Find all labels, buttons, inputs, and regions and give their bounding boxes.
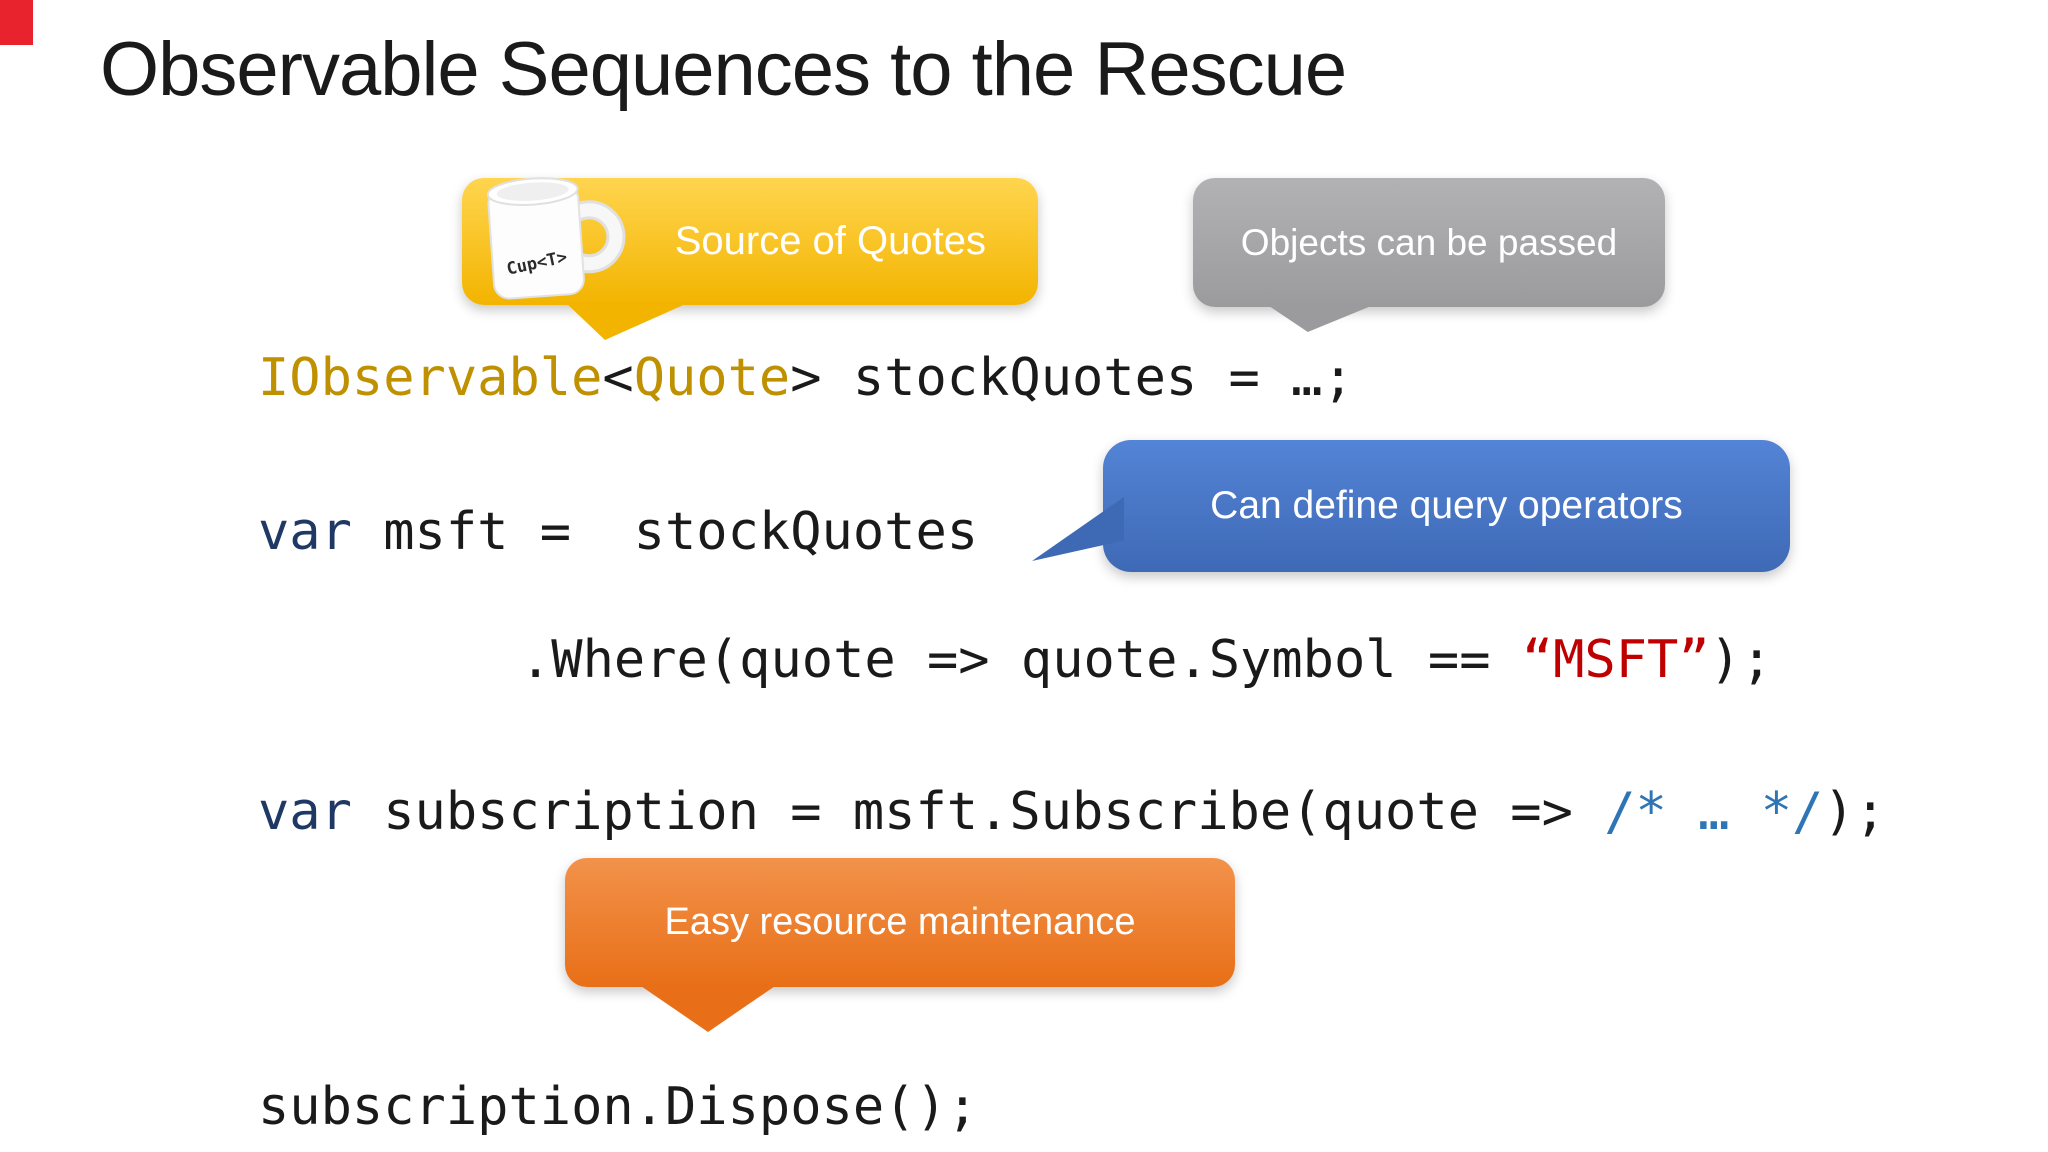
code-segment-type: IObservable	[258, 348, 603, 408]
code-segment-plain: .Where(quote => quote.Symbol ==	[520, 630, 1522, 690]
code-segment-plain: > stockQuotes = …;	[790, 348, 1354, 408]
code-segment-plain: subscription.Dispose();	[258, 1077, 979, 1137]
callout-can-define-query-operators-label: Can define query operators	[1210, 484, 1683, 527]
code-segment-plain: );	[1709, 630, 1773, 690]
code-line-var-msft: var msft = stockQuotes	[258, 499, 978, 565]
callout-easy-resource-maintenance-tail	[638, 984, 778, 1032]
code-line-where-filter: .Where(quote => quote.Symbol == “MSFT”);	[520, 627, 1772, 693]
callout-can-define-query-operators: Can define query operators	[1103, 440, 1790, 572]
callout-objects-can-be-passed-tail	[1266, 304, 1376, 332]
code-segment-keyword: var	[258, 502, 352, 562]
callout-easy-resource-maintenance: Easy resource maintenance	[565, 858, 1235, 987]
code-segment-plain: msft = stockQuotes	[351, 502, 979, 562]
code-segment-type: Quote	[633, 348, 791, 408]
code-segment-comment: /* … */	[1604, 782, 1824, 842]
code-segment-string: “MSFT”	[1521, 630, 1710, 690]
code-segment-keyword: var	[258, 782, 352, 842]
code-line-dispose: subscription.Dispose();	[258, 1074, 978, 1140]
callout-source-of-quotes-label: Source of Quotes	[674, 219, 986, 263]
callout-objects-can-be-passed: Objects can be passed	[1193, 178, 1665, 307]
code-line-declare-observable: IObservable<Quote> stockQuotes = …;	[258, 345, 1354, 411]
code-segment-plain: <	[602, 348, 634, 408]
callout-objects-can-be-passed-label: Objects can be passed	[1240, 221, 1618, 263]
slide-title: Observable Sequences to the Rescue	[100, 27, 1347, 112]
callout-source-of-quotes-tail	[565, 302, 690, 340]
callout-easy-resource-maintenance-label: Easy resource maintenance	[664, 901, 1136, 943]
mug-icon: Cup<T>	[473, 172, 633, 306]
mug-icon-svg: Cup<T>	[486, 177, 626, 300]
code-line-var-subscription: var subscription = msft.Subscribe(quote …	[258, 779, 1886, 845]
code-segment-plain: );	[1823, 782, 1886, 842]
recording-indicator	[0, 0, 33, 45]
code-segment-plain: subscription = msft.Subscribe(quote =>	[351, 782, 1605, 842]
